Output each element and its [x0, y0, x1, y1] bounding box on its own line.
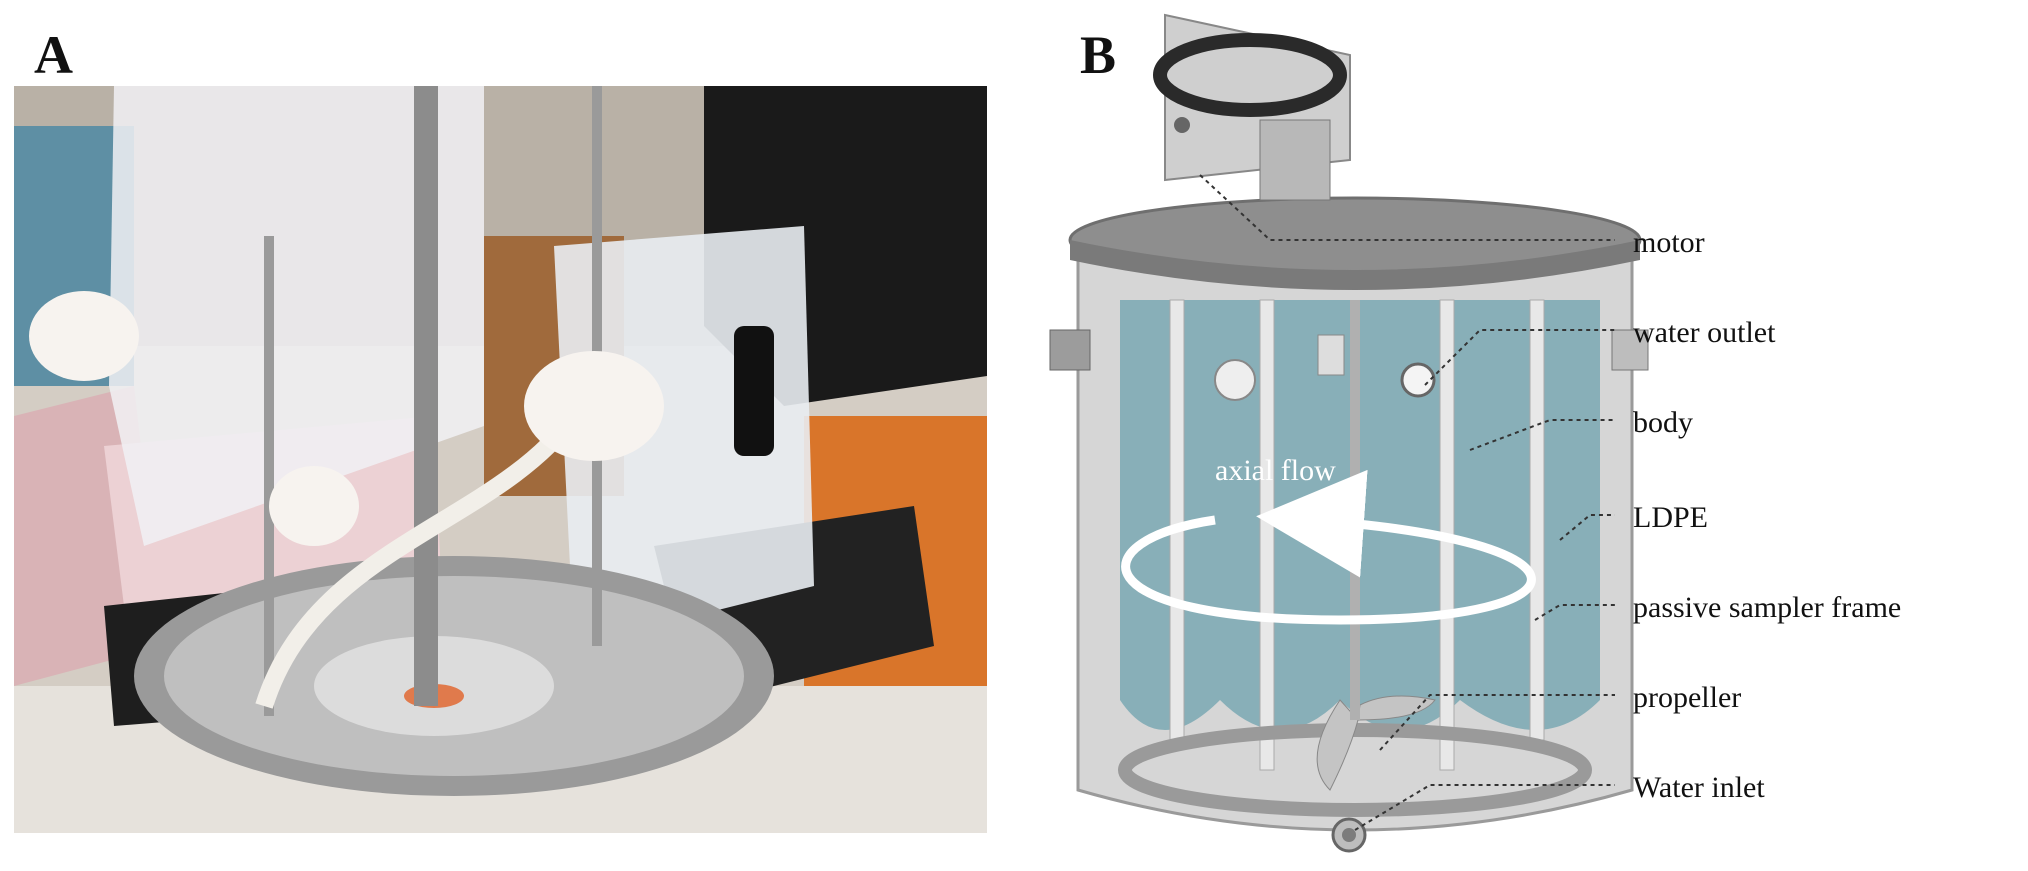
leader-lines	[1199, 174, 1615, 831]
axial-flow-arrow	[1121, 469, 1536, 625]
propeller-blade-2	[1357, 695, 1436, 721]
callout-passive-sampler-frame: passive sampler frame	[1633, 591, 1901, 624]
plastic-bag-left	[109, 86, 484, 546]
frame-rod-1	[1169, 299, 1185, 741]
lab-photograph	[14, 86, 987, 833]
clamp-left	[1049, 329, 1091, 371]
glove-left-2	[269, 466, 359, 546]
sampler-schematic: axial flow motor water outlet body LDPE …	[1049, 13, 1901, 853]
motor-bolt	[1174, 117, 1190, 133]
motor-housing	[1259, 119, 1331, 201]
glove-left-1	[29, 291, 139, 381]
panel-label-a: A	[34, 25, 73, 85]
wristwatch	[734, 326, 774, 456]
leader-water-inlet	[1354, 784, 1615, 831]
propeller-blade-1	[1316, 699, 1359, 791]
callout-body: body	[1633, 406, 1693, 439]
frame-rod-2	[1259, 299, 1275, 771]
leader-propeller	[1379, 694, 1615, 751]
leader-water-outlet	[1424, 329, 1615, 386]
propeller-shaft	[1350, 300, 1360, 720]
frame-rod-left	[264, 236, 274, 716]
callout-ldpe: LDPE	[1633, 501, 1708, 534]
outlet-port-right	[1400, 362, 1436, 398]
outlet-port-center	[1317, 334, 1345, 376]
lid-edge	[1070, 240, 1640, 290]
leader-sampler-frame	[1534, 604, 1615, 621]
clamp-right	[1611, 329, 1649, 371]
callout-water-inlet: Water inlet	[1633, 771, 1765, 804]
drive-belt	[1153, 33, 1347, 117]
water-inlet-hole	[1342, 828, 1356, 842]
white-tube	[255, 410, 582, 709]
leader-body	[1469, 419, 1615, 451]
callout-water-outlet: water outlet	[1633, 316, 1776, 349]
callout-propeller: propeller	[1633, 681, 1741, 714]
central-shaft	[414, 86, 438, 706]
callout-motor: motor	[1633, 226, 1705, 259]
frame-rod-4	[1529, 299, 1545, 741]
outlet-port-left	[1214, 359, 1256, 401]
panel-label-b: B	[1080, 25, 1117, 85]
glove-right	[524, 351, 664, 461]
axial-flow-label: axial flow	[1215, 454, 1336, 487]
